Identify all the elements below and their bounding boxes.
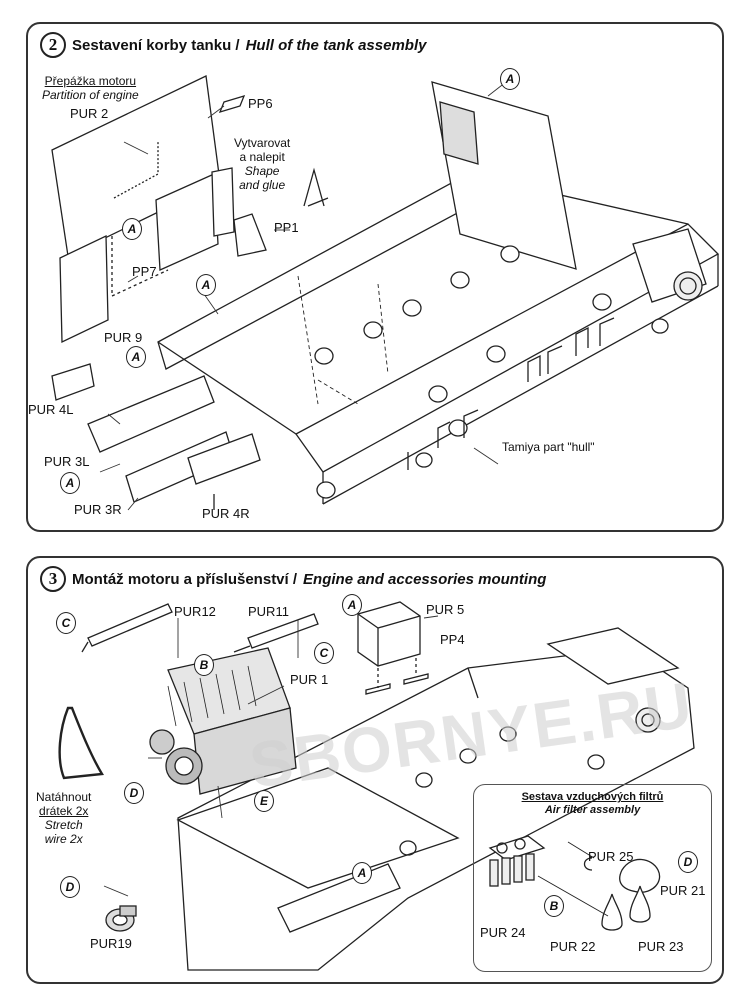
step3-number: 3 xyxy=(40,566,66,592)
suspension-bosses xyxy=(314,245,669,499)
step2-number: 2 xyxy=(40,32,66,58)
tag-b: B xyxy=(194,654,214,676)
step3-title-cz: Montáž motoru a příslušenství / xyxy=(72,570,298,588)
step3-title: 3 Montáž motoru a příslušenství / Engine… xyxy=(40,566,546,592)
suspension-brackets xyxy=(407,317,615,470)
rail-pur12 xyxy=(87,603,173,647)
stretch-label-en1: Stretch xyxy=(44,818,83,832)
tag-a: A xyxy=(122,218,142,240)
shape-label-cz2: a nalepit xyxy=(239,150,285,164)
hull-body xyxy=(177,647,695,971)
front-mount-left xyxy=(87,375,215,453)
hull-assembly-drawing xyxy=(51,75,720,511)
label-pur12: PUR12 xyxy=(174,604,216,619)
step2-title-en: Hull of the tank assembly xyxy=(245,36,427,54)
tag-c: C xyxy=(56,612,76,634)
tag-a: A xyxy=(60,472,80,494)
step2-title: 2 Sestavení korby tanku / Hull of the ta… xyxy=(40,32,426,58)
knob-pur19 xyxy=(105,905,137,932)
label-pur9: PUR 9 xyxy=(104,330,143,345)
box-pur5 xyxy=(357,601,421,667)
tag-e: E xyxy=(254,790,274,812)
step3-panel: 3 Montáž motoru a příslušenství / Engine… xyxy=(26,556,724,984)
label-pur4l: PUR 4L xyxy=(28,402,74,417)
label-pp7: PP7 xyxy=(132,264,157,279)
label-pp4: PP4 xyxy=(440,632,465,647)
tag-c: C xyxy=(314,642,334,664)
label-pp1: PP1 xyxy=(274,220,299,235)
tag-b: B xyxy=(544,895,564,917)
tag-d: D xyxy=(678,851,698,873)
tag-a: A xyxy=(342,594,362,616)
step2-panel: 2 Sestavení korby tanku / Hull of the ta… xyxy=(26,22,724,532)
air-filter-title: Sestava vzduchových filtrů Air filter as… xyxy=(474,791,711,817)
label-pur24: PUR 24 xyxy=(480,925,526,940)
stretch-label-cz2: drátek 2x xyxy=(39,804,89,818)
label-pur19: PUR19 xyxy=(90,936,132,951)
label-pur3l: PUR 3L xyxy=(44,454,90,469)
lower-frame xyxy=(176,767,460,889)
label-pur5: PUR 5 xyxy=(426,602,465,617)
label-pur4r: PUR 4R xyxy=(202,506,250,521)
air-filter-parts xyxy=(488,835,661,931)
stretch-wire-loop xyxy=(58,706,104,780)
air-filter-title-en: Air filter assembly xyxy=(544,804,641,816)
tag-a: A xyxy=(352,862,372,884)
label-pur23: PUR 23 xyxy=(638,939,684,954)
shape-label-en1: Shape xyxy=(244,164,280,178)
tag-d: D xyxy=(124,782,144,804)
partition-label-en: Partition of engine xyxy=(42,88,139,102)
label-pur22: PUR 22 xyxy=(550,939,596,954)
air-filter-title-cz: Sestava vzduchových filtrů xyxy=(521,791,664,803)
label-pur21: PUR 21 xyxy=(660,883,706,898)
brackets-pp4 xyxy=(365,658,429,695)
stretch-wire-note: Natáhnout drátek 2x Stretch wire 2x xyxy=(36,790,91,846)
label-pur25: PUR 25 xyxy=(588,849,634,864)
tag-d: D xyxy=(60,876,80,898)
air-filter-inset: Sestava vzduchových filtrů Air filter as… xyxy=(473,784,712,972)
label-pur2: PUR 2 xyxy=(70,106,109,121)
shape-glue-note: Vytvarovat a nalepit Shape and glue xyxy=(234,136,290,192)
tag-a: A xyxy=(196,274,216,296)
stretch-label-cz1: Natáhnout xyxy=(36,790,92,804)
stretch-label-en2: wire 2x xyxy=(44,832,83,846)
label-pur3r: PUR 3R xyxy=(74,502,122,517)
label-tamiya-hull: Tamiya part "hull" xyxy=(502,440,595,454)
partition-label-cz: Přepážka motoru xyxy=(44,74,137,88)
tag-a: A xyxy=(500,68,520,90)
partition-note: Přepážka motoru Partition of engine xyxy=(42,74,139,102)
label-pur1: PUR 1 xyxy=(290,672,329,687)
label-pp6: PP6 xyxy=(248,96,273,111)
label-pur11: PUR11 xyxy=(248,604,289,619)
shape-label-en2: and glue xyxy=(239,178,286,192)
shape-label-cz1: Vytvarovat xyxy=(234,136,291,150)
step2-title-cz: Sestavení korby tanku / xyxy=(72,36,240,54)
part-pur11 xyxy=(247,613,319,649)
tag-a: A xyxy=(126,346,146,368)
step3-title-en: Engine and accessories mounting xyxy=(303,570,547,588)
